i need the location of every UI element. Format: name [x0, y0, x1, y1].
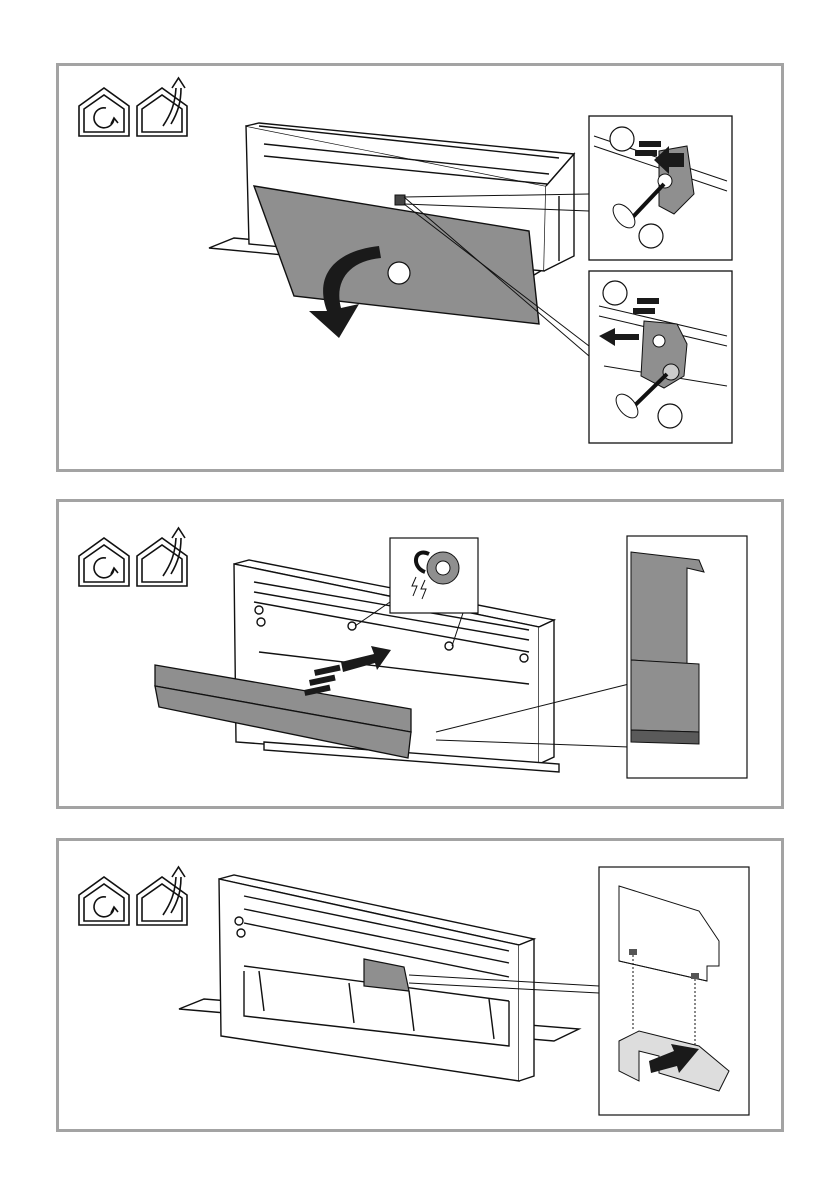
recirculation-mode-icon	[79, 88, 129, 136]
callout-2	[610, 127, 634, 151]
step-panel-3	[56, 838, 784, 1132]
recirculation-mode-icon	[79, 538, 129, 586]
recirculation-mode-icon	[79, 877, 129, 925]
step-panel-1	[56, 63, 784, 472]
edge-profile-detail	[627, 536, 747, 778]
bracket-slide-detail	[599, 867, 749, 1115]
extraction-mode-icon	[137, 528, 187, 586]
unscrew-knob-detail	[589, 116, 732, 260]
unscrew-knob-detail-2	[589, 271, 732, 443]
step-3-illustration	[59, 841, 781, 1129]
extraction-mode-icon	[137, 78, 187, 136]
extraction-mode-icon	[137, 867, 187, 925]
screw-knob	[395, 195, 405, 205]
step-panel-2	[56, 499, 784, 809]
callout-1	[388, 262, 410, 284]
callout-5	[658, 404, 682, 428]
step-1-illustration	[59, 66, 781, 469]
step-2-illustration	[59, 502, 781, 806]
callout-3	[639, 224, 663, 248]
callout-4	[603, 281, 627, 305]
